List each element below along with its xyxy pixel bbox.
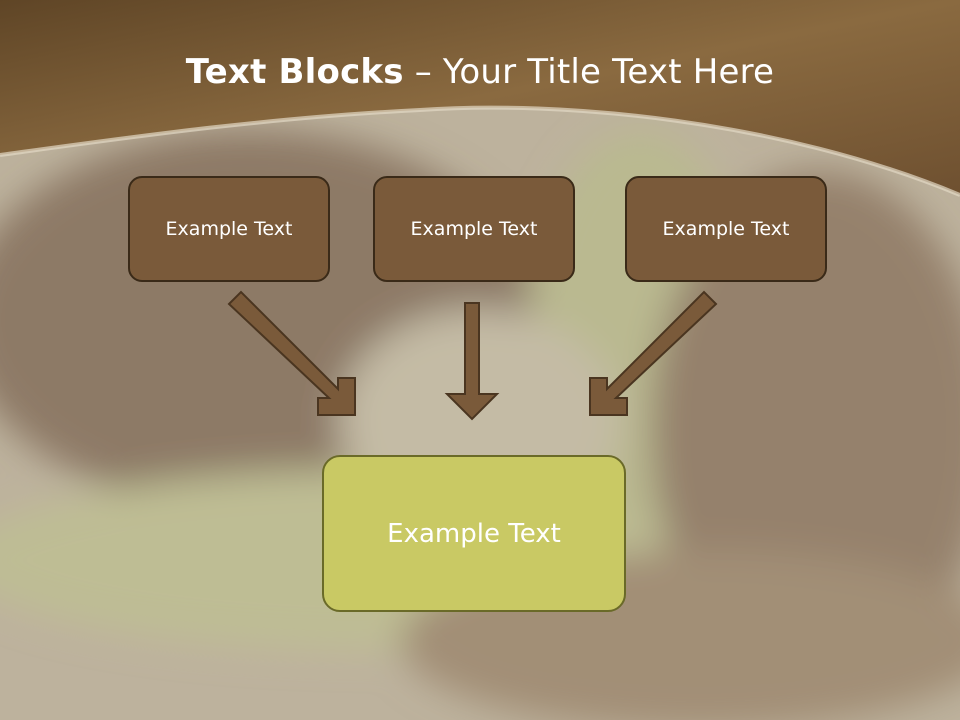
text-block-left-label: Example Text [165,218,293,240]
result-text-block-label: Example Text [387,518,561,549]
text-block-left: Example Text [128,176,330,282]
title-rest-part: Your Title Text Here [442,52,775,92]
slide-title: Text Blocks – Your Title Text Here [0,52,960,92]
title-bold-part: Text Blocks [185,52,404,92]
text-block-center-label: Example Text [410,218,538,240]
title-separator: – [403,52,443,92]
text-block-right-label: Example Text [662,218,790,240]
result-text-block: Example Text [322,455,626,612]
text-block-center: Example Text [373,176,575,282]
text-block-right: Example Text [625,176,827,282]
